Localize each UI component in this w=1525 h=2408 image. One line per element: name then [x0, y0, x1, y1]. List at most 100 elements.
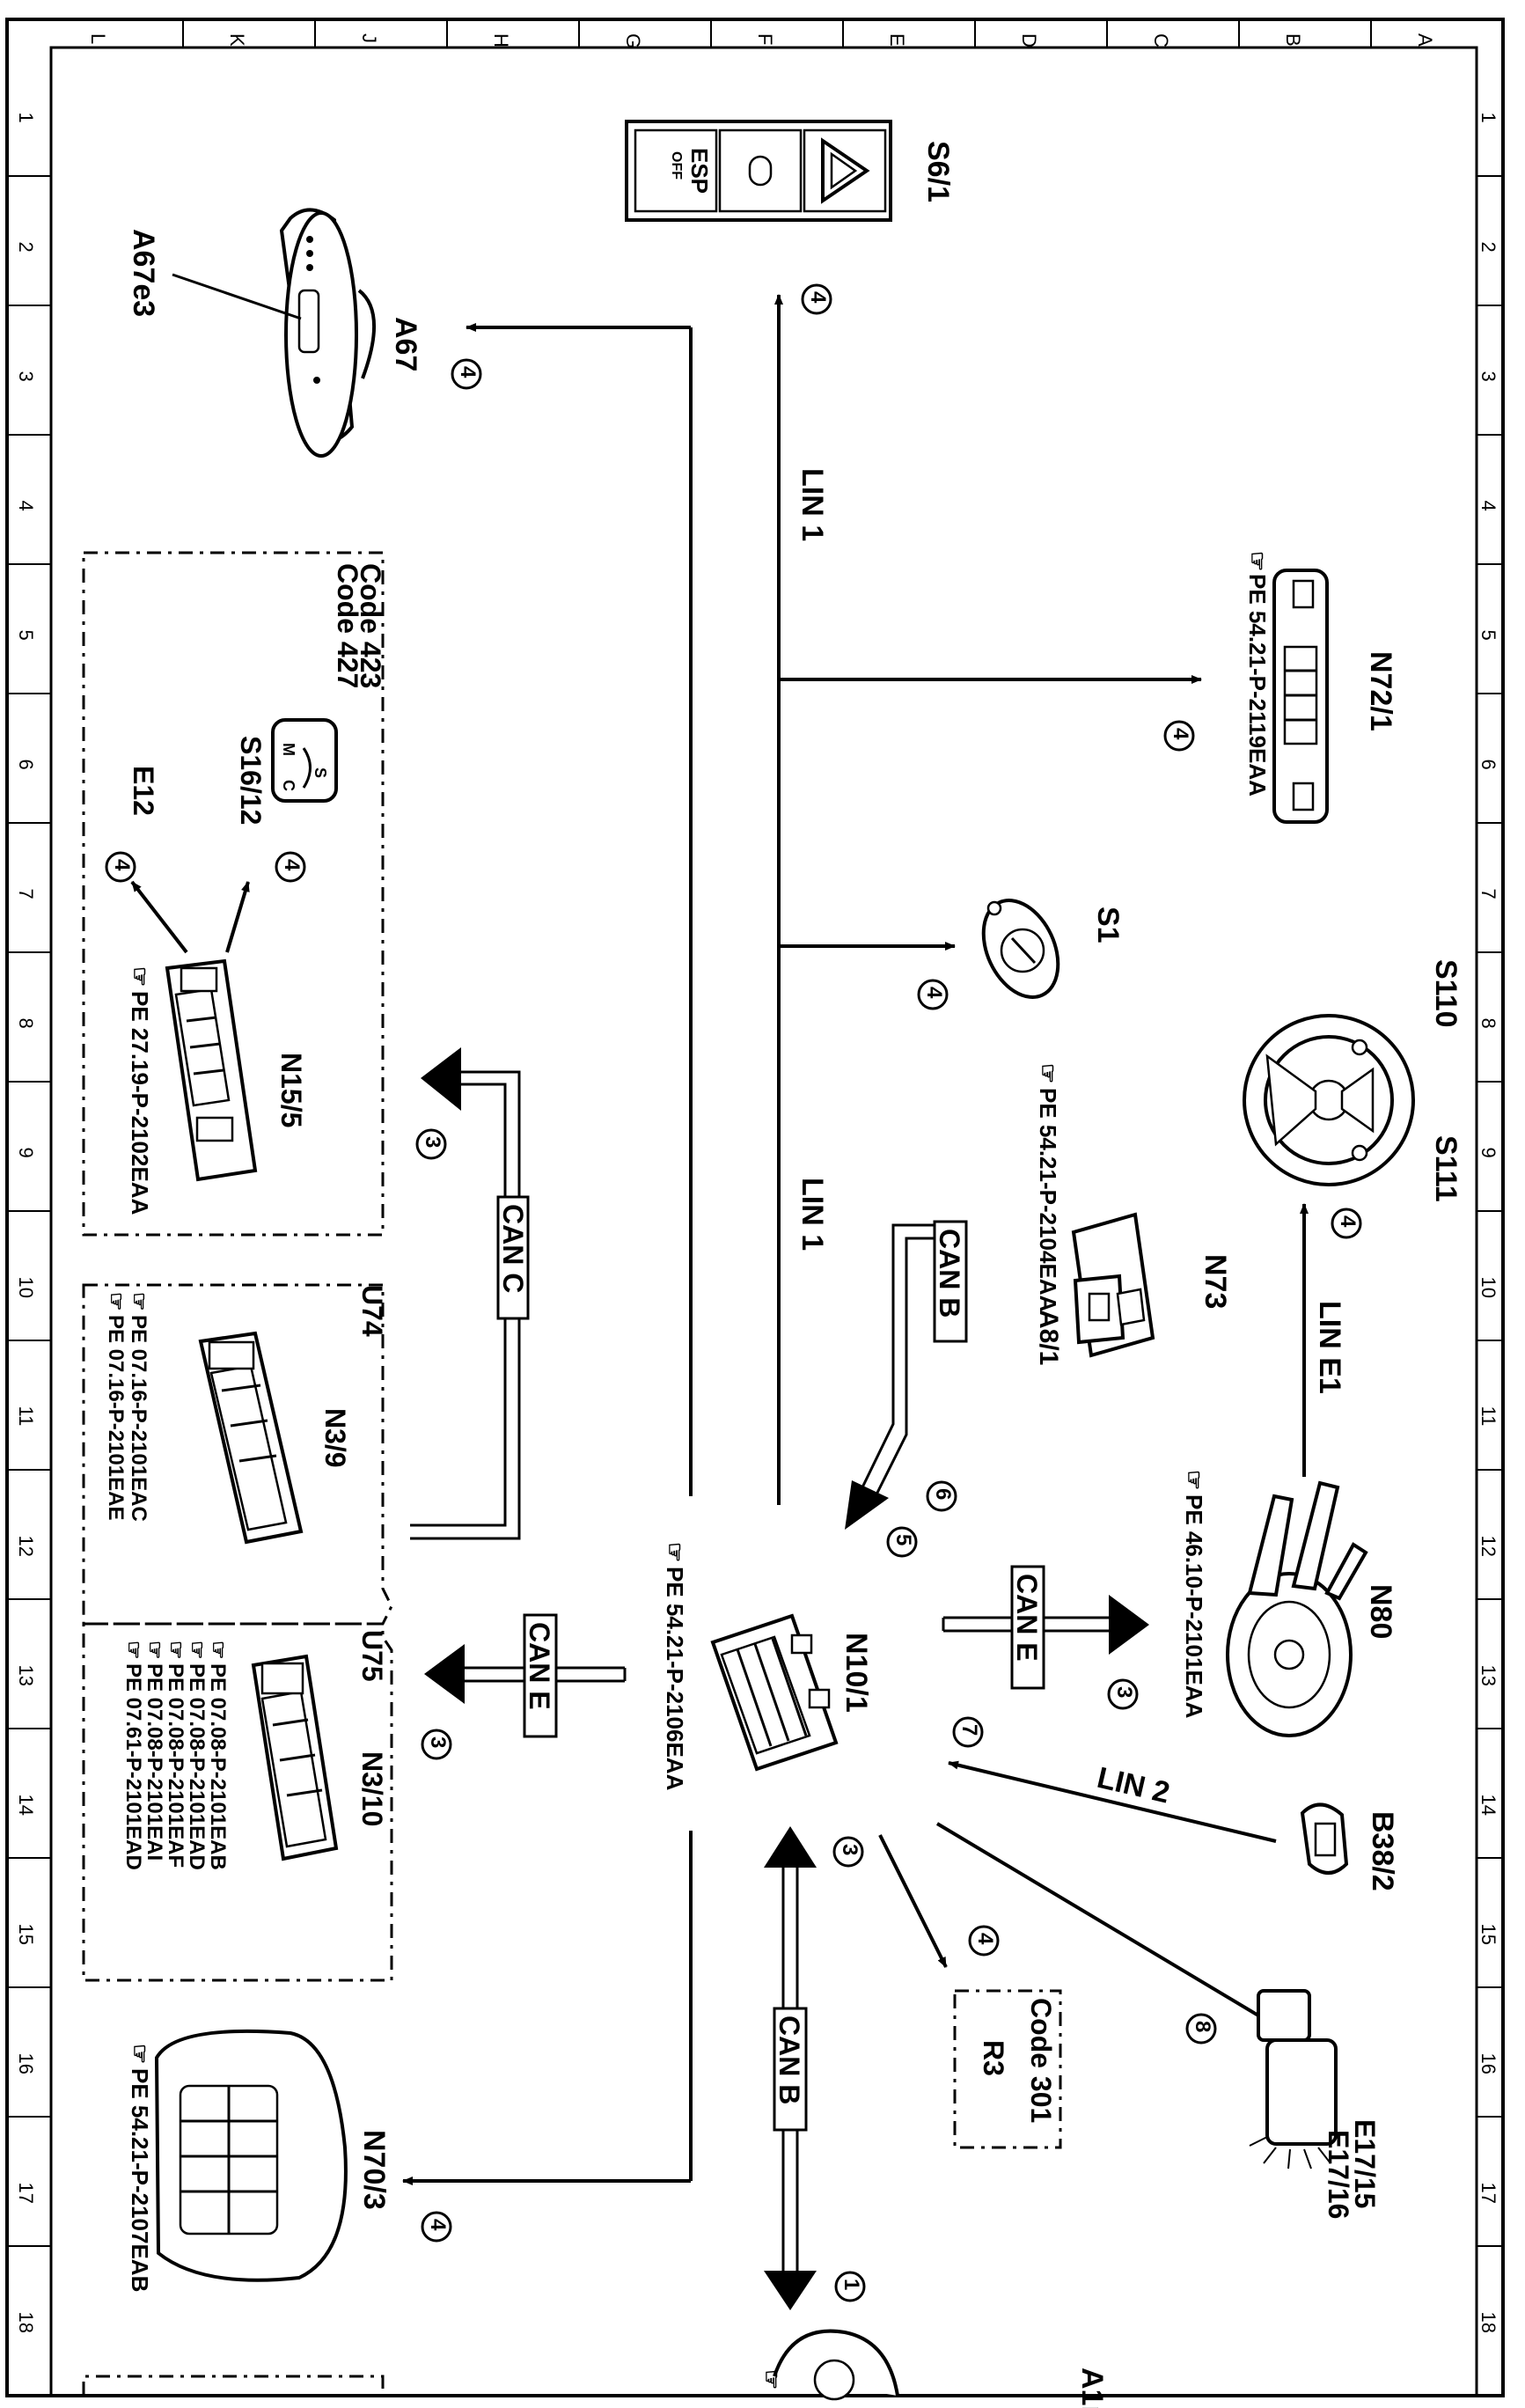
svg-text:PE 54.21-P-2106EAA: PE 54.21-P-2106EAA — [662, 1567, 688, 1791]
svg-text:OFF: OFF — [669, 151, 684, 180]
bus-label-can-c: CAN C — [496, 1195, 530, 1320]
svg-text:Code 427: Code 427 — [332, 563, 363, 688]
row-number: 15 — [15, 1924, 37, 1945]
svg-text:PE 07.08-P-2101EAI: PE 07.08-P-2101EAI — [143, 1663, 166, 1861]
svg-text:CAN E: CAN E — [524, 1622, 555, 1710]
n73-ignition-module: N73 A8/1 PE 54.21-P-2104EAA ☞ — [1034, 1063, 1232, 1365]
svg-text:N3/9: N3/9 — [319, 1408, 351, 1468]
row-number: 2 — [15, 242, 37, 253]
n70-3-overhead-control: N70/3 PE 54.21-P-2107EAB ☞ — [127, 2029, 391, 2292]
svg-text:A67e3: A67e3 — [127, 229, 160, 317]
svg-text:E12: E12 — [128, 766, 159, 816]
row-number: 10 — [15, 1277, 37, 1298]
circle-number: 4 — [1163, 720, 1195, 752]
svg-text:S6/1: S6/1 — [921, 141, 955, 202]
row-number: 14 — [15, 1795, 37, 1816]
svg-text:S16/12: S16/12 — [235, 736, 267, 825]
row-number: 10 — [1477, 1277, 1499, 1298]
circle-number: 3 — [1107, 1678, 1139, 1710]
svg-text:LIN E1: LIN E1 — [1313, 1301, 1346, 1394]
n72-1-overhead-panel: N72/1 PE 54.21-P-2119EAA ☞ — [1244, 551, 1397, 824]
svg-text:CAN E: CAN E — [1011, 1574, 1043, 1662]
row-number: 8 — [1477, 1018, 1499, 1029]
n10-1-sam-module: N10/1 PE 54.21-P-2106EAA ☞ — [662, 1542, 873, 1791]
svg-text:PE 54.21-P-2107EAB: PE 54.21-P-2107EAB — [127, 2068, 153, 2292]
svg-text:R3: R3 — [978, 2040, 1009, 2076]
svg-text:8: 8 — [1191, 2021, 1214, 2032]
row-number: 12 — [1477, 1536, 1499, 1557]
svg-text:N3/10: N3/10 — [356, 1751, 388, 1826]
col-letter: D — [1018, 33, 1040, 48]
reference-hand-icon: ☞ — [127, 966, 153, 987]
svg-text:CAN B: CAN B — [773, 2015, 805, 2104]
reference-hand-icon: ☞ — [164, 1641, 187, 1660]
svg-text:E17/16: E17/16 — [1323, 2130, 1354, 2219]
circle-number: 3 — [415, 1128, 447, 1160]
svg-text:PE 54.21-P-2119EAA: PE 54.21-P-2119EAA — [1244, 574, 1271, 797]
svg-text:5: 5 — [891, 1534, 915, 1545]
reference-hand-icon: ☞ — [104, 1292, 128, 1311]
svg-text:S1: S1 — [1091, 907, 1125, 943]
row-number: 13 — [1477, 1665, 1499, 1686]
svg-text:PE 07.61-P-2101EAD: PE 07.61-P-2101EAD — [121, 1663, 145, 1870]
u75-option-box: U75 N3/10 PE 07.08-P-2101EAB PE 07.08-P-… — [82, 1622, 393, 1982]
circle-number: 3 — [832, 1836, 864, 1868]
svg-text:3: 3 — [426, 1736, 450, 1748]
s16-12-selector — [271, 718, 338, 803]
svg-text:U75: U75 — [356, 1630, 388, 1682]
svg-text:1: 1 — [839, 2279, 863, 2290]
bus-wires — [130, 294, 1309, 2185]
row-number: 8 — [15, 1018, 37, 1029]
reference-hand-icon: ☞ — [127, 2044, 153, 2064]
svg-text:A1r: A1r — [1075, 2368, 1109, 2408]
circle-number: 6 — [926, 1480, 957, 1512]
bus-label-lin1-top: LIN 1 — [795, 468, 829, 541]
circle-number: 4 — [421, 2211, 452, 2243]
col-letter: G — [622, 33, 644, 48]
reference-hand-icon: ☞ — [759, 2369, 785, 2390]
svg-text:S: S — [312, 767, 329, 778]
col-letter: B — [1282, 33, 1304, 47]
bus-label-lin1-mid: LIN 1 — [795, 1178, 829, 1251]
reference-hand-icon: ☞ — [1181, 1470, 1207, 1490]
row-number: 18 — [15, 2312, 37, 2333]
bus-label-can-b-upper: CAN B — [933, 1220, 968, 1343]
transmission-option-box: Code 423 Code 427 S M C S16/12 E12 N15/5… — [82, 551, 386, 1237]
bus-label-lin-e1: LIN E1 — [1313, 1301, 1346, 1394]
svg-text:N80: N80 — [1364, 1584, 1397, 1639]
svg-text:U74: U74 — [356, 1285, 388, 1337]
svg-text:4: 4 — [973, 1933, 997, 1945]
svg-text:M: M — [280, 743, 297, 756]
svg-text:CAN C: CAN C — [497, 1204, 529, 1293]
svg-text:E17/15: E17/15 — [1349, 2119, 1381, 2208]
svg-text:PE 07.16-P-2101EAE: PE 07.16-P-2101EAE — [104, 1315, 128, 1520]
svg-text:3: 3 — [1112, 1686, 1136, 1698]
a67-mirror: A67 A67e3 — [127, 208, 422, 458]
row-number: 16 — [1477, 2053, 1499, 2074]
circled-numbers: 4 4 4 4 4 6 5 3 7 8 3 4 1 3 4 4 3 4 — [105, 283, 1362, 2302]
col-letter: L — [87, 33, 109, 44]
svg-text:CAN B: CAN B — [934, 1229, 965, 1318]
row-number: 6 — [1477, 760, 1499, 770]
row-number: 1 — [15, 113, 37, 123]
bus-label-can-b-lower: CAN B — [773, 2007, 808, 2132]
row-number: 5 — [15, 630, 37, 641]
circle-number: 3 — [421, 1729, 452, 1760]
grid-row-numbers — [7, 175, 1503, 2247]
can-e-right-line — [942, 1595, 1149, 1655]
reference-hand-icon: ☞ — [127, 1292, 150, 1311]
row-number: 6 — [15, 760, 37, 770]
svg-text:PE 07.16-P-2101EAC: PE 07.16-P-2101EAC — [127, 1315, 150, 1522]
svg-text:3: 3 — [838, 1844, 861, 1855]
svg-text:4: 4 — [280, 859, 304, 871]
svg-text:LIN 2: LIN 2 — [1094, 1761, 1173, 1810]
svg-text:4: 4 — [456, 366, 480, 378]
svg-text:4: 4 — [1169, 728, 1192, 740]
svg-text:4: 4 — [426, 2219, 450, 2231]
row-number: 5 — [1477, 630, 1499, 641]
row-number: 4 — [15, 501, 37, 511]
svg-text:PE 27.19-P-2102EAA: PE 27.19-P-2102EAA — [127, 991, 153, 1215]
can-b-upper-line — [845, 1223, 950, 1530]
col-letter: C — [1150, 33, 1172, 48]
s6-1-switch-panel: ESP OFF S6/1 — [625, 120, 955, 222]
